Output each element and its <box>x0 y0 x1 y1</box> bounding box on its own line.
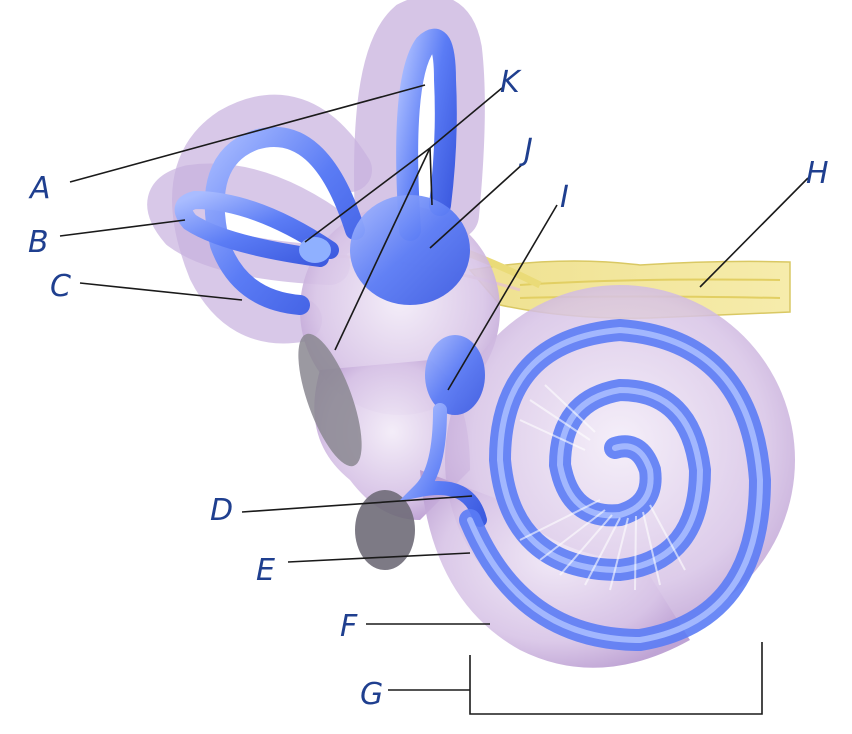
label-b: B <box>28 225 49 260</box>
leader-k-2 <box>304 147 431 243</box>
utricle <box>350 195 470 305</box>
leader-e <box>287 552 471 563</box>
oval-window <box>298 333 362 467</box>
membranous-labyrinth <box>174 28 457 315</box>
leader-d <box>241 495 473 513</box>
cochlear-radial-fibers <box>519 384 686 591</box>
label-e: E <box>256 553 275 588</box>
bracket-g <box>469 642 763 715</box>
leader-k-4 <box>429 147 433 206</box>
label-i: I <box>560 180 569 215</box>
ampulla <box>299 237 331 263</box>
leader-lines <box>59 84 809 715</box>
saccule <box>425 335 485 415</box>
leader-j <box>429 161 526 249</box>
label-a: A <box>28 171 51 206</box>
leader-c <box>79 282 243 301</box>
leader-a <box>69 84 426 183</box>
label-g: G <box>360 677 383 712</box>
label-j: J <box>519 133 533 168</box>
label-f: F <box>340 609 358 644</box>
leader-i <box>447 204 558 391</box>
label-c: C <box>50 269 71 304</box>
cochlear-duct-base <box>398 403 487 527</box>
leader-k-1 <box>429 87 503 149</box>
label-h: H <box>806 156 829 191</box>
leader-b <box>59 219 186 237</box>
leader-h <box>699 177 809 288</box>
label-d: D <box>210 493 233 528</box>
leader-k-3 <box>334 147 431 351</box>
cochlea-spiral <box>459 318 772 652</box>
label-k: K <box>500 65 522 100</box>
round-window <box>355 490 415 570</box>
